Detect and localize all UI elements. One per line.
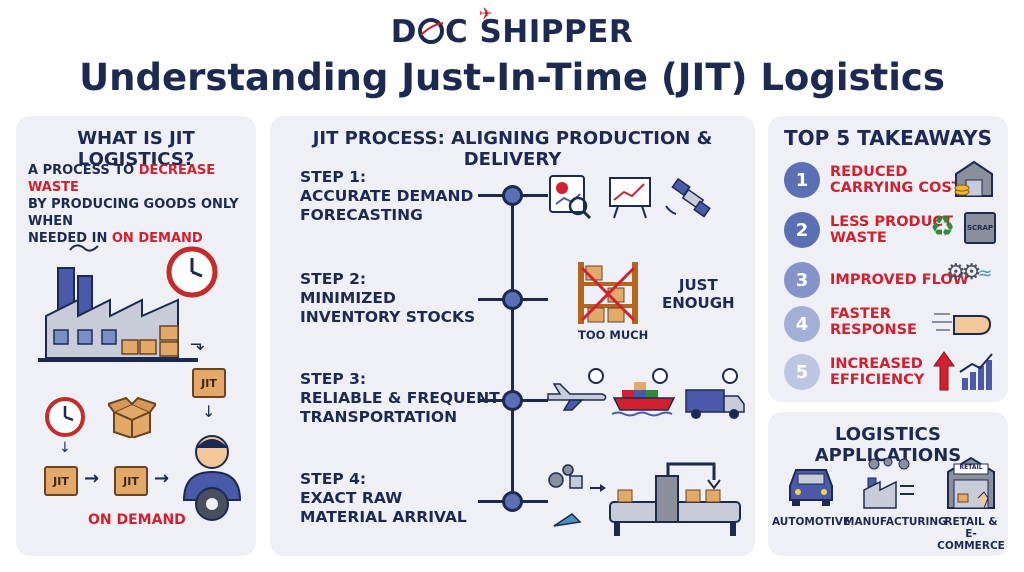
worker-icon — [182, 435, 242, 521]
def-text-3: needed in — [28, 231, 112, 246]
step-3-line1: Reliable & Frequent — [300, 389, 500, 407]
takeaway-number-3: 3 — [784, 262, 820, 298]
takeaway-number-1: 1 — [784, 162, 820, 198]
app-retail-line1: Retail & — [944, 516, 998, 528]
takeaway-3: Improved Flow — [830, 272, 969, 288]
def-text-1: A process to — [28, 163, 139, 178]
logo-plane-icon: ✈ — [478, 4, 493, 23]
takeaway-1: ReducedCarrying Costs — [830, 164, 972, 196]
what-is-jit-heading: What is JIT Logistics? — [77, 128, 195, 170]
scrap-bin-icon: SCRAP — [964, 212, 996, 244]
step-3-node — [502, 390, 523, 411]
gears-flow-icon: ⚙⚙≈ — [946, 260, 993, 285]
arrow-right-icon: → — [154, 468, 170, 489]
takeaway-number-2: 2 — [784, 212, 820, 248]
step-4-line2: Material Arrival — [300, 508, 467, 526]
takeaway-2-line2: Waste — [830, 230, 887, 246]
step-1-line2: Forecasting — [300, 206, 423, 224]
logo-text: C SHIPPER — [444, 14, 634, 50]
app-manufacturing: Manufacturing — [844, 516, 947, 528]
open-box-icon — [108, 396, 156, 438]
step-4: Step 4: Exact Raw Material Arrival — [300, 470, 467, 527]
step-1-title: Step 1: — [300, 168, 367, 186]
takeaway-2: Less ProductWaste — [830, 214, 953, 246]
clock-icon — [166, 246, 218, 298]
step-2-line2: Inventory Stocks — [300, 308, 476, 326]
overstock-shelf-icon — [578, 262, 638, 324]
step-2-line1: Minimized — [300, 289, 396, 307]
takeaway-1-line1: Reduced — [830, 164, 908, 180]
step-4-title: Step 4: — [300, 470, 367, 488]
logistics-applications-panel: Logistics Applications Automotive Manufa… — [768, 412, 1008, 556]
growth-chart-icon — [933, 351, 993, 391]
logo-letter-d: D — [390, 14, 417, 50]
app-retail: Retail & E-Commerce — [934, 516, 1008, 552]
car-icon — [789, 469, 833, 506]
step-1: Step 1: Accurate Demand Forecasting — [300, 168, 473, 225]
forecast-icons — [549, 175, 711, 220]
on-demand-label: ON DEMAND — [88, 512, 186, 528]
jit-box-icon: JIT — [44, 466, 78, 496]
step-3: Step 3: Reliable & Frequent Transportati… — [300, 370, 500, 427]
factory-icon — [38, 244, 198, 362]
takeaway-1-line2: Carrying Costs — [830, 180, 973, 196]
page-title: Understanding Just-In-Time (JIT) Logisti… — [79, 56, 945, 99]
recycle-icon: ♻ — [930, 210, 956, 243]
takeaway-number-5: 5 — [784, 354, 820, 390]
takeaway-4: FasterResponse — [830, 306, 917, 338]
arrow-down-icon: ↓ — [59, 440, 71, 456]
jit-box-icon: JIT — [114, 466, 148, 496]
just-enough-line1: JUST — [678, 276, 718, 294]
step-4-line1: Exact Raw — [300, 489, 403, 507]
step-1-node — [502, 185, 523, 206]
retail-sign: RETAIL — [959, 464, 983, 471]
small-clock-icon — [45, 397, 85, 437]
step-3-title: Step 3: — [300, 370, 367, 388]
assembly-line-icon — [548, 462, 741, 536]
jit-process-panel: JIT Process: Aligning Production & Deliv… — [270, 116, 755, 556]
retail-store-icon — [947, 456, 995, 509]
manufacturing-icon — [863, 457, 914, 509]
jit-process-heading: JIT Process: Aligning Production & Deliv… — [312, 128, 713, 170]
takeaway-5-line1: Increased — [830, 356, 923, 372]
logo-globe-icon: ✈ — [417, 4, 492, 50]
app-retail-line2: E-Commerce — [937, 528, 1005, 552]
takeaway-3-line1: Improved Flow — [830, 272, 969, 288]
arrow-right-icon: → — [84, 468, 100, 489]
step-1-line1: Accurate Demand — [300, 187, 474, 205]
def-text-2: by producing goods only when — [28, 197, 239, 229]
just-enough-line2: ENOUGH — [662, 294, 735, 312]
step-2: Step 2: Minimized Inventory Stocks — [300, 270, 475, 327]
just-enough-label: JUST ENOUGH — [662, 276, 735, 312]
top-takeaways-panel: Top 5 Takeaways 1 ReducedCarrying Costs … — [768, 116, 1008, 402]
jit-box-icon: JIT — [192, 368, 226, 398]
warehouse-coins-icon — [954, 160, 993, 197]
step-2-title: Step 2: — [300, 270, 367, 288]
takeaways-heading: Top 5 Takeaways — [783, 126, 993, 150]
fast-hand-icon — [932, 313, 992, 335]
brand-logo: D ✈C SHIPPER — [0, 4, 1024, 50]
what-is-jit-panel: What is JIT Logistics? A process to decr… — [16, 116, 256, 556]
def-highlight-demand: on demand — [111, 231, 203, 246]
takeaway-number-4: 4 — [784, 306, 820, 342]
too-much-label: TOO MUCH — [578, 328, 649, 342]
app-automotive: Automotive — [772, 516, 851, 528]
takeaway-5-line2: Efficiency — [830, 372, 925, 388]
takeaway-4-line2: Response — [830, 322, 917, 338]
takeaway-4-line1: Faster — [830, 306, 891, 322]
transport-icons — [547, 368, 745, 419]
applications-heading: Logistics Applications — [814, 424, 962, 466]
what-is-jit-definition: A process to decrease waste by producing… — [28, 162, 253, 247]
takeaway-2-line1: Less Product — [830, 214, 953, 230]
timeline-line — [511, 194, 514, 504]
takeaway-5: IncreasedEfficiency — [830, 356, 924, 388]
def-highlight-waste: decrease waste — [28, 163, 216, 195]
arrow-down-icon: ↓ — [202, 402, 216, 421]
step-3-line2: Transportation — [300, 408, 458, 426]
step-4-node — [502, 491, 523, 512]
arrow-down-icon: ⬎ — [190, 334, 206, 355]
step-2-node — [502, 289, 523, 310]
